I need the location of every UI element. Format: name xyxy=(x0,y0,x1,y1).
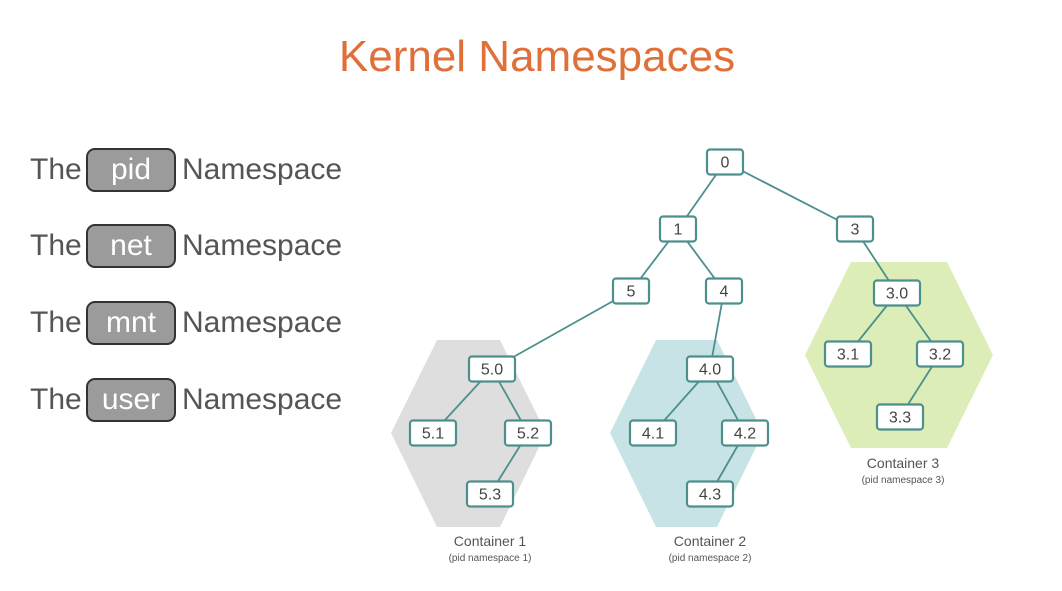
ns-prefix: The xyxy=(30,306,82,339)
process-node-label: 1 xyxy=(674,222,683,239)
ns-suffix: Namespace xyxy=(182,306,343,339)
process-node-label: 4 xyxy=(720,284,729,301)
container-3-hexagon xyxy=(805,262,993,448)
ns-key-badge: mnt xyxy=(86,301,176,345)
process-node: 4.0 xyxy=(685,355,735,383)
process-node: 4.3 xyxy=(685,480,735,508)
process-node-label: 3.2 xyxy=(929,347,951,364)
ns-prefix: The xyxy=(30,383,82,416)
process-node-box xyxy=(720,419,770,447)
tree-edge xyxy=(724,161,856,230)
process-node-box xyxy=(823,340,873,368)
process-node-label: 5.3 xyxy=(479,487,501,504)
process-node-box xyxy=(503,419,553,447)
process-node-label: 3 xyxy=(851,222,860,239)
process-node: 5.2 xyxy=(503,419,553,447)
tree-edge xyxy=(491,290,632,370)
process-node-label: 3.3 xyxy=(889,410,911,427)
container-1-hexagon xyxy=(391,340,546,527)
ns-suffix: Namespace xyxy=(182,229,343,262)
process-node-box xyxy=(408,419,458,447)
process-node-box xyxy=(658,215,698,243)
container-2-hexagon xyxy=(610,340,763,527)
process-node: 5 xyxy=(611,277,651,305)
ns-prefix: The xyxy=(30,153,82,186)
process-node-label: 4.1 xyxy=(642,426,664,443)
container-1-sublabel: (pid namespace 1) xyxy=(449,553,532,564)
process-node-label: 5.1 xyxy=(422,426,444,443)
process-node: 4.2 xyxy=(720,419,770,447)
process-node-box xyxy=(685,480,735,508)
process-node-label: 4.3 xyxy=(699,487,721,504)
process-node: 5.1 xyxy=(408,419,458,447)
namespace-row-user: The user Namespace xyxy=(30,375,342,425)
ns-prefix: The xyxy=(30,229,82,262)
container-2-sublabel: (pid namespace 2) xyxy=(669,553,752,564)
namespace-row-mnt: The mnt Namespace xyxy=(30,298,342,348)
process-node-box xyxy=(835,215,875,243)
process-node: 5.3 xyxy=(465,480,515,508)
namespace-row-pid: The pid Namespace xyxy=(30,145,342,195)
process-node-box xyxy=(872,279,922,307)
process-node: 3 xyxy=(835,215,875,243)
container-2-label: Container 2 xyxy=(674,533,747,549)
ns-suffix: Namespace xyxy=(182,383,343,416)
process-node: 3.0 xyxy=(872,279,922,307)
slide-title: Kernel Namespaces xyxy=(338,32,736,81)
process-node-label: 5.2 xyxy=(517,426,539,443)
process-node-box xyxy=(467,355,517,383)
ns-suffix: Namespace xyxy=(182,153,343,186)
process-node-box xyxy=(915,340,965,368)
process-node-box xyxy=(875,403,925,431)
ns-key-badge: user xyxy=(86,378,176,422)
process-node-box xyxy=(705,148,745,176)
container-1-label: Container 1 xyxy=(454,533,527,549)
process-node-label: 4.0 xyxy=(699,362,721,379)
process-node: 3.2 xyxy=(915,340,965,368)
process-node: 3.1 xyxy=(823,340,873,368)
container-3-label: Container 3 xyxy=(867,455,940,471)
namespace-row-net: The net Namespace xyxy=(30,221,342,271)
process-node-label: 3.1 xyxy=(837,347,859,364)
process-node: 3.3 xyxy=(875,403,925,431)
process-node-box xyxy=(685,355,735,383)
process-node-label: 5 xyxy=(627,284,636,301)
process-node-box xyxy=(465,480,515,508)
ns-key-badge: net xyxy=(86,224,176,268)
process-node-label: 3.0 xyxy=(886,286,908,303)
process-node: 4.1 xyxy=(628,419,678,447)
process-node-box xyxy=(704,277,744,305)
process-node: 5.0 xyxy=(467,355,517,383)
process-node-box xyxy=(611,277,651,305)
process-node: 0 xyxy=(705,148,745,176)
process-node-label: 0 xyxy=(721,155,730,172)
process-node-box xyxy=(628,419,678,447)
container-3-sublabel: (pid namespace 3) xyxy=(862,475,945,486)
process-node-label: 4.2 xyxy=(734,426,756,443)
process-node-label: 5.0 xyxy=(481,362,503,379)
process-node: 4 xyxy=(704,277,744,305)
process-node: 1 xyxy=(658,215,698,243)
ns-key-badge: pid xyxy=(86,148,176,192)
